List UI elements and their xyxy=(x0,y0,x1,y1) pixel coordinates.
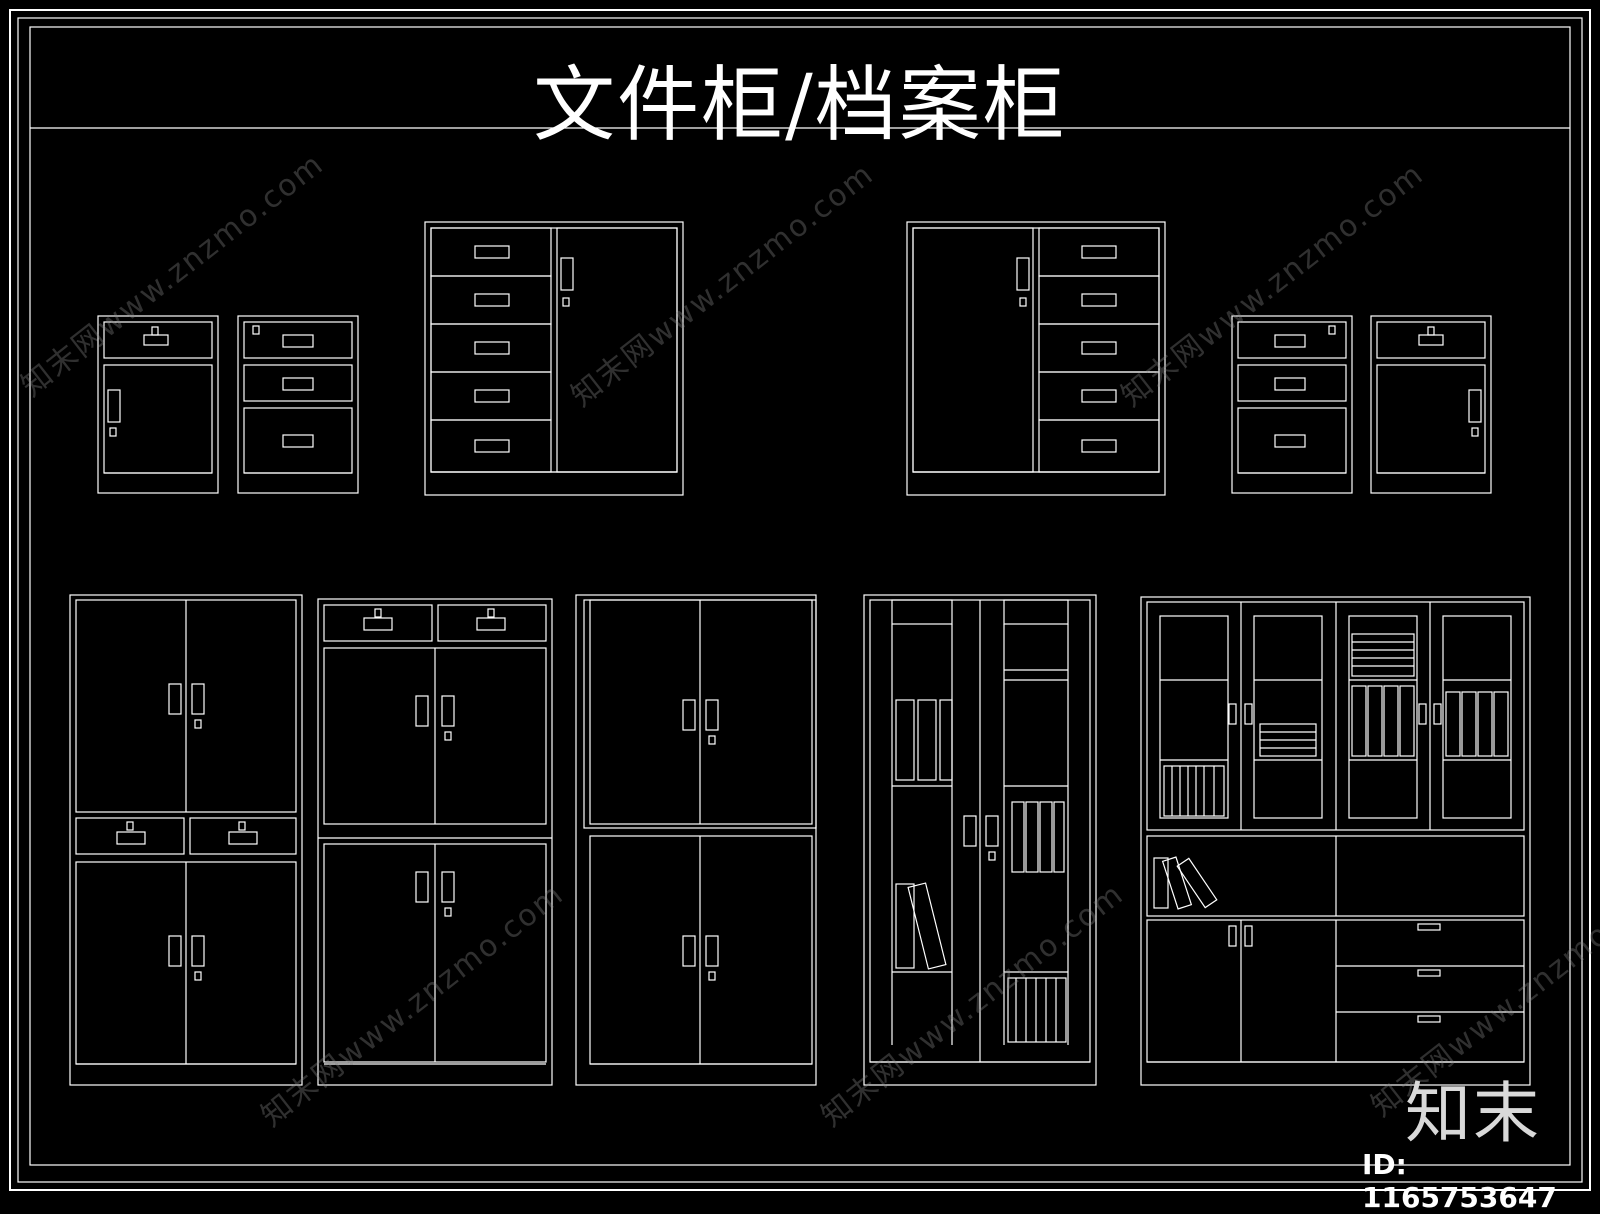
brand-logo: 知末 xyxy=(1405,1075,1541,1152)
double-door-cabinet-plain xyxy=(575,594,817,1086)
three-drawer-cabinet-left xyxy=(237,315,359,494)
glass-door-file-cabinet-wide xyxy=(1140,596,1531,1086)
double-door-cabinet-mid-drawers xyxy=(69,594,303,1086)
five-drawer-door-cabinet-left xyxy=(424,221,684,496)
inner-frame xyxy=(17,17,1583,1183)
drawing-border xyxy=(29,26,1571,1166)
five-drawer-door-cabinet-right xyxy=(906,221,1166,496)
open-shelf-cabinet-with-files xyxy=(863,594,1097,1086)
page-title: 文件柜/档案柜 xyxy=(533,58,1067,153)
drawer-door-cabinet-small-left xyxy=(97,315,219,494)
outer-frame xyxy=(9,9,1591,1191)
three-drawer-cabinet-right xyxy=(1231,315,1353,494)
image-id-label: ID: 1165753647 xyxy=(1362,1148,1557,1214)
double-door-cabinet-top-drawers xyxy=(317,598,553,1086)
drawer-door-cabinet-small-right xyxy=(1370,315,1492,494)
